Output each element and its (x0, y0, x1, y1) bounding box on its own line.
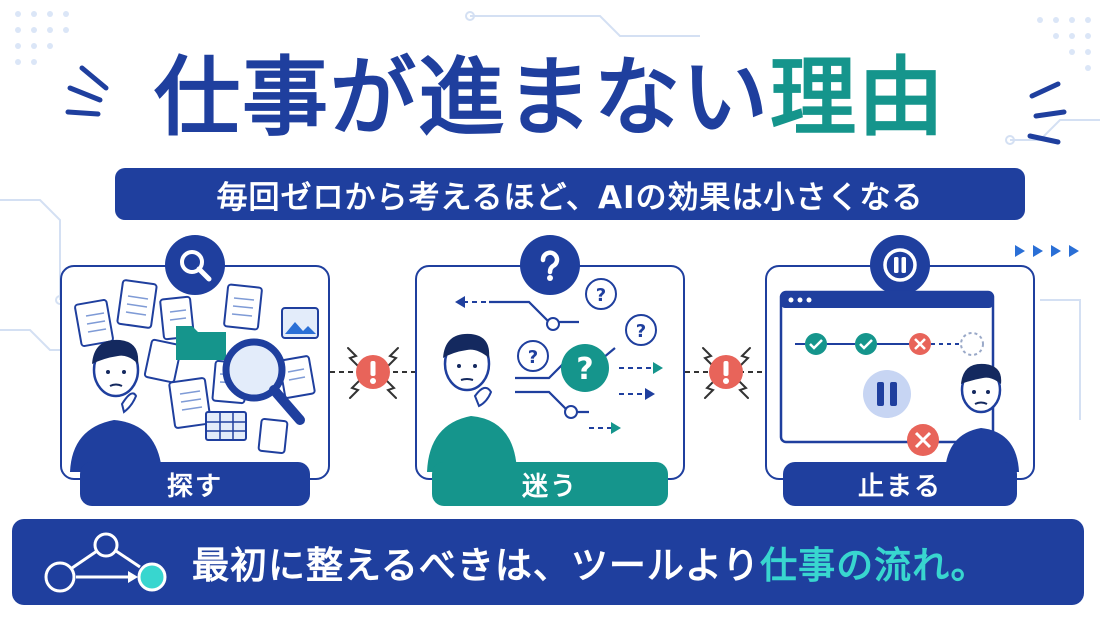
panel-label-confused: 迷う (432, 462, 668, 506)
panel-label-search: 探す (80, 462, 310, 506)
question-icon (520, 235, 580, 295)
flow-network-icon (44, 532, 167, 593)
alert-icon (356, 355, 390, 389)
svg-text:?: ? (528, 347, 538, 368)
bottom-message-accent: 仕事の流れ。 (760, 544, 989, 587)
page-title: 仕事が進まない理由 (0, 48, 1100, 148)
svg-text:?: ? (636, 321, 646, 342)
bottom-message-bar: 最初に整えるべきは、ツールより仕事の流れ。 (12, 519, 1084, 605)
pause-icon (870, 235, 930, 295)
magnifier-icon (165, 235, 225, 295)
panel-label-stopped: 止まる (783, 462, 1017, 506)
svg-text:?: ? (576, 352, 593, 387)
confusion-illustration: ??? ? (427, 278, 663, 472)
subtitle-bar: 毎回ゼロから考えるほど、AIの効果は小さくなる (115, 168, 1025, 220)
alert-icon (709, 355, 743, 389)
title-main: 仕事が進まない (154, 48, 770, 148)
bottom-message-main: 最初に整えるべきは、ツールより (192, 544, 761, 587)
subtitle-text: 毎回ゼロから考えるほど、AIの効果は小さくなる (216, 179, 924, 216)
stalled-illustration (779, 290, 1019, 472)
title-accent: 理由 (770, 48, 946, 148)
svg-text:?: ? (596, 285, 606, 306)
search-illustration (70, 279, 319, 472)
bottom-message: 最初に整えるべきは、ツールより仕事の流れ。 (192, 519, 989, 605)
